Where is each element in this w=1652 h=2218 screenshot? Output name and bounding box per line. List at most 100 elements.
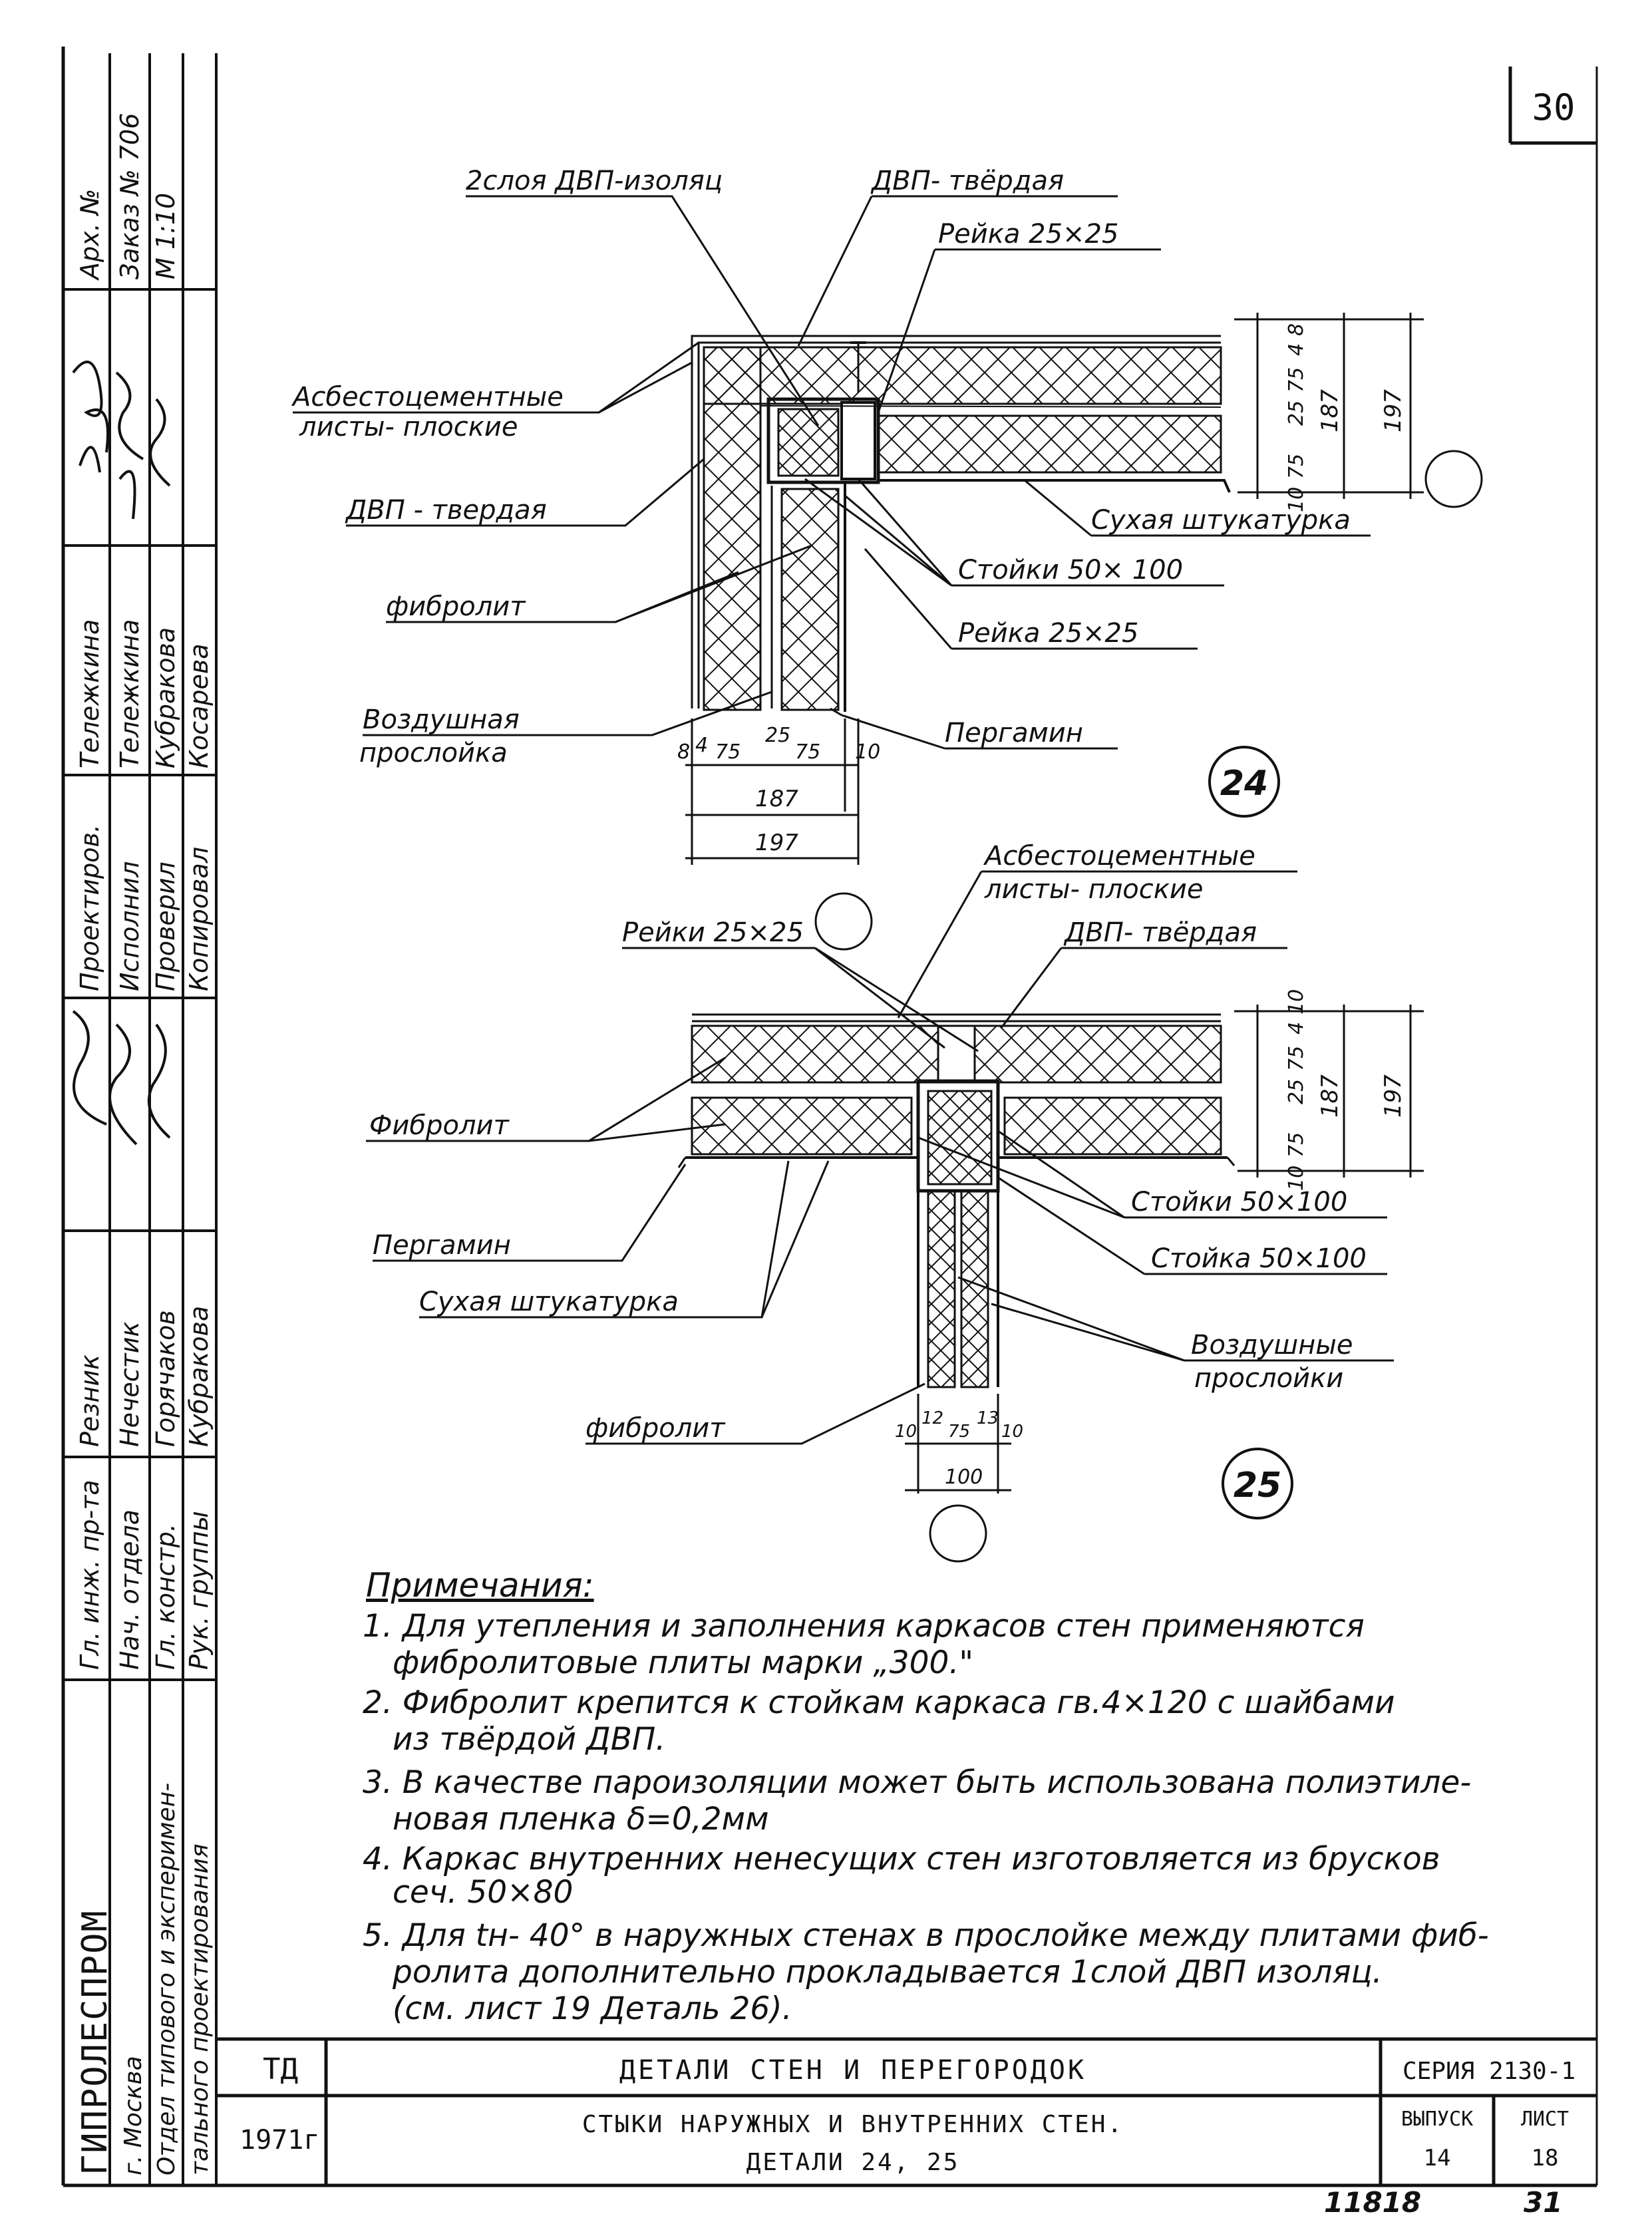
d25-dim-right-0: 10 xyxy=(1285,1166,1308,1191)
d25-label-fibrolite-left: Фибролит xyxy=(369,1110,510,1141)
tb-sheet-value: 18 xyxy=(1532,2145,1559,2171)
d24-dim-right-3: 75 xyxy=(1285,367,1308,393)
stamp-role-3-name: Кубракова xyxy=(184,1306,214,1447)
detail-25: Асбестоцементные листы- плоские Рейки 25… xyxy=(366,841,1424,1563)
d24-dim-bottom-0: 8 xyxy=(677,740,690,764)
d24-label-air-1: Воздушная xyxy=(363,705,520,735)
tb-series: СЕРИЯ 2130-1 xyxy=(1403,2058,1575,2085)
note-line-5: новая пленка δ=0,2мм xyxy=(393,1801,769,1837)
d24-label-rail-bottom: Рейка 25×25 xyxy=(958,618,1138,649)
d25-dim-bottom-total: 100 xyxy=(945,1466,983,1489)
footer-inventory: 11818 xyxy=(1324,2186,1421,2218)
d24-dim-right-5: 8 xyxy=(1285,323,1308,336)
d25-dim-right-2: 25 xyxy=(1285,1079,1308,1104)
dept-line-1: Отдел типового и эксперимен- xyxy=(153,1783,180,2175)
note-line-6: 4. Каркас внутренних ненесущих стен изго… xyxy=(363,1841,1440,1877)
notes-title: Примечания: xyxy=(366,1566,594,1605)
stamp-role-4-name: Тележкина xyxy=(75,619,104,768)
d24-dim-right-0: 10 xyxy=(1285,487,1308,512)
d25-label-rails: Рейки 25×25 xyxy=(622,917,804,948)
stamp-role-2-title: Гл. констр. xyxy=(151,1523,180,1670)
d24-label-dvp-isolation: 2слоя ДВП-изоляц xyxy=(466,166,723,196)
note-line-2: 2. Фибролит крепится к стойкам каркаса г… xyxy=(363,1684,1395,1721)
note-line-8: 5. Для tн- 40° в наружных стенах в просл… xyxy=(363,1917,1489,1954)
note-line-7: сеч. 50×80 xyxy=(393,1874,573,1911)
d25-dim-right-total2: 197 xyxy=(1380,1074,1406,1118)
d25-label-asbestos-2: листы- плоские xyxy=(984,874,1204,905)
stamp-scale: М 1:10 xyxy=(151,193,180,279)
d24-label-asbestos-2: листы- плоские xyxy=(299,412,518,442)
d24-dim-right-total1: 187 xyxy=(1317,389,1343,432)
tb-year: 1971г xyxy=(240,2125,319,2155)
note-line-10: (см. лист 19 Деталь 26). xyxy=(393,1990,792,2027)
d25-dim-right-5: 10 xyxy=(1285,989,1308,1015)
d24-dim-bottom-2: 75 xyxy=(715,740,741,764)
notes: Примечания: 1. Для утепления и заполнени… xyxy=(363,1566,1489,2027)
d24-section-marker-right xyxy=(1424,450,1483,508)
stamp-role-7-name: Косарева xyxy=(184,643,214,768)
d24-label-rail-top: Рейка 25×25 xyxy=(938,219,1118,249)
stamp-role-6-title: Проверил xyxy=(151,862,180,991)
note-line-9: ролита дополнительно прокладывается 1сло… xyxy=(392,1954,1383,1990)
d24-dim-bottom-3: 25 xyxy=(765,724,790,747)
stamp-role-1-title: Нач. отдела xyxy=(115,1509,144,1670)
stamp-role-4-title: Проектиров. xyxy=(75,824,104,991)
d24-number: 24 xyxy=(1220,764,1268,804)
d24-dim-bottom-total1: 187 xyxy=(755,786,798,812)
d25-dim-bottom-4: 10 xyxy=(1001,1422,1023,1442)
d24-label-air-2: прослойка xyxy=(359,738,508,768)
d24-dim-bottom-5: 10 xyxy=(855,740,880,764)
d24-dim-right-1: 75 xyxy=(1285,454,1308,479)
d24-label-fibrolite: фибролит xyxy=(386,591,526,622)
d24-dim-right-2: 25 xyxy=(1285,400,1308,426)
d24-dim-right-total2: 197 xyxy=(1380,389,1406,432)
d24-number-circle xyxy=(1208,746,1280,818)
tb-sheet-label: ЛИСТ xyxy=(1521,2108,1569,2131)
tb-code: ТД xyxy=(263,2052,298,2086)
d24-dim-bottom-1: 4 xyxy=(695,734,708,757)
stamp-role-0-name: Резник xyxy=(75,1354,104,1447)
d25-dim-bottom-3: 13 xyxy=(977,1408,999,1428)
d25-label-fibrolite-bottom: фибролит xyxy=(585,1413,726,1444)
d24-label-pergamin: Пергамин xyxy=(945,718,1083,748)
footer: 11818 31 xyxy=(1324,2186,1562,2218)
d25-label-post: Стойка 50×100 xyxy=(1151,1243,1367,1274)
stamp-role-2-name: Горячаков xyxy=(151,1310,180,1447)
d25-dim-bottom-2: 75 xyxy=(948,1422,970,1442)
d24-label-dry-plaster: Сухая штукатурка xyxy=(1091,505,1351,536)
tb-subtitle-2: ДЕТАЛИ 24, 25 xyxy=(746,2149,960,2176)
detail-24: 2слоя ДВП-изоляц ДВП- твёрдая Рейка 25×2… xyxy=(291,166,1483,951)
stamp-role-5-name: Тележкина xyxy=(115,619,144,768)
tb-issue-value: 14 xyxy=(1424,2145,1451,2171)
d24-label-dvp-hard-left: ДВП - твердая xyxy=(345,495,547,526)
footer-page: 31 xyxy=(1524,2186,1562,2218)
tb-issue-label: ВЫПУСК xyxy=(1401,2108,1473,2131)
d24-label-asbestos-1: Асбестоцементные xyxy=(291,382,564,412)
org-city: г. Москва xyxy=(120,2056,147,2175)
stamp-arch-no: Арх. № xyxy=(75,189,104,281)
d25-dim-bottom-0: 10 xyxy=(895,1422,917,1442)
d24-label-posts: Стойки 50× 100 xyxy=(958,555,1183,585)
note-line-1: фибролитовые плиты марки „300." xyxy=(393,1645,973,1681)
d25-dim-right-1: 75 xyxy=(1285,1132,1308,1158)
dept-line-2: тального проектирования xyxy=(186,1843,214,2175)
d25-label-dry-plaster: Сухая штукатурка xyxy=(419,1287,679,1317)
d25-section-marker-bottom xyxy=(929,1504,987,1563)
d24-section-marker-bottom xyxy=(814,892,873,951)
stamp-role-3-title: Рук. группы xyxy=(184,1511,214,1670)
d25-dim-right-total1: 187 xyxy=(1317,1074,1343,1118)
d24-dim-bottom-4: 75 xyxy=(795,740,820,764)
tb-subtitle-1: СТЫКИ НАРУЖНЫХ И ВНУТРЕННИХ СТЕН. xyxy=(582,2111,1124,2138)
d24-dim-bottom-total2: 197 xyxy=(755,830,798,856)
stamp-role-7-title: Копировал xyxy=(184,847,214,991)
org-name: ГИПРОЛЕСПРОМ xyxy=(75,1909,115,2175)
d25-dim-right-3: 75 xyxy=(1285,1046,1308,1071)
tb-title: ДЕТАЛИ СТЕН И ПЕРЕГОРОДОК xyxy=(619,2055,1086,2086)
d24-dim-right-4: 4 xyxy=(1285,343,1308,356)
d25-label-air-1: Воздушные xyxy=(1191,1330,1353,1360)
sheet-number: 30 xyxy=(1532,86,1575,128)
note-line-0: 1. Для утепления и заполнения каркасов с… xyxy=(363,1608,1365,1645)
d25-dim-bottom-1: 12 xyxy=(921,1408,943,1428)
d25-label-air-2: прослойки xyxy=(1194,1363,1343,1394)
sheet-frame xyxy=(61,47,1598,2187)
